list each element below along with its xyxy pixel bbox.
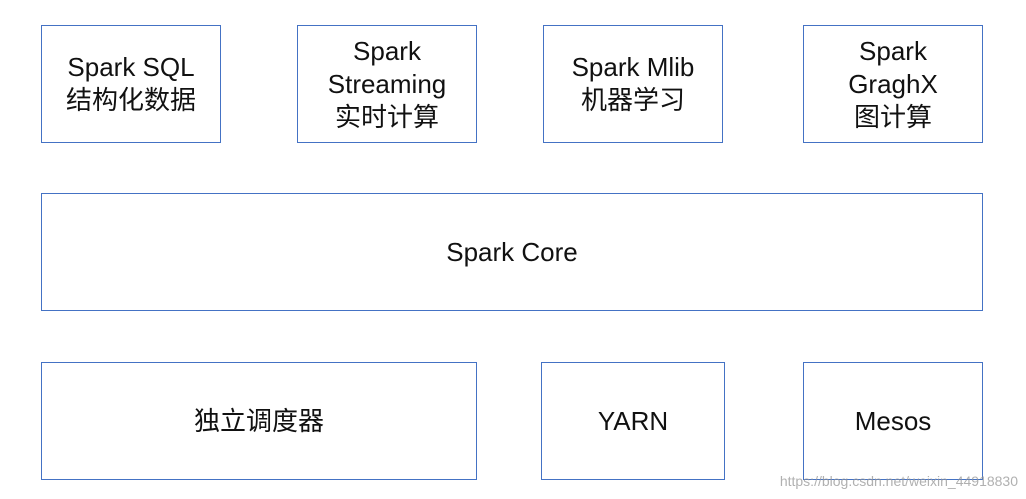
spark-sql-subtitle: 结构化数据 [65,85,196,115]
spark-streaming-title-line1: Spark [353,35,421,66]
standalone-scheduler-box: 独立调度器 [41,362,477,480]
spark-graphx-box: Spark GraghX 图计算 [803,25,983,143]
yarn-box: YARN [541,362,725,480]
yarn-label: YARN [597,405,669,436]
spark-mlib-title: Spark Mlib [571,52,695,82]
spark-streaming-box: Spark Streaming 实时计算 [297,25,477,143]
spark-graphx-subtitle: 图计算 [853,101,932,132]
spark-mlib-box: Spark Mlib 机器学习 [543,25,723,143]
mesos-box: Mesos [803,362,983,480]
spark-core-box: Spark Core [41,193,983,311]
spark-sql-box: Spark SQL 结构化数据 [41,25,221,143]
spark-core-label: Spark Core [446,236,578,267]
spark-streaming-title-line2: Streaming [327,68,447,99]
mesos-label: Mesos [854,405,932,436]
spark-mlib-subtitle: 机器学习 [580,85,685,115]
spark-streaming-subtitle: 实时计算 [334,101,439,132]
spark-graphx-title-line2: GraghX [848,68,938,99]
spark-graphx-title-line1: Spark [859,35,927,66]
watermark-text: https://blog.csdn.net/weixin_44918830 [779,473,1018,489]
spark-sql-title: Spark SQL [67,52,195,82]
standalone-scheduler-label: 独立调度器 [193,405,324,436]
